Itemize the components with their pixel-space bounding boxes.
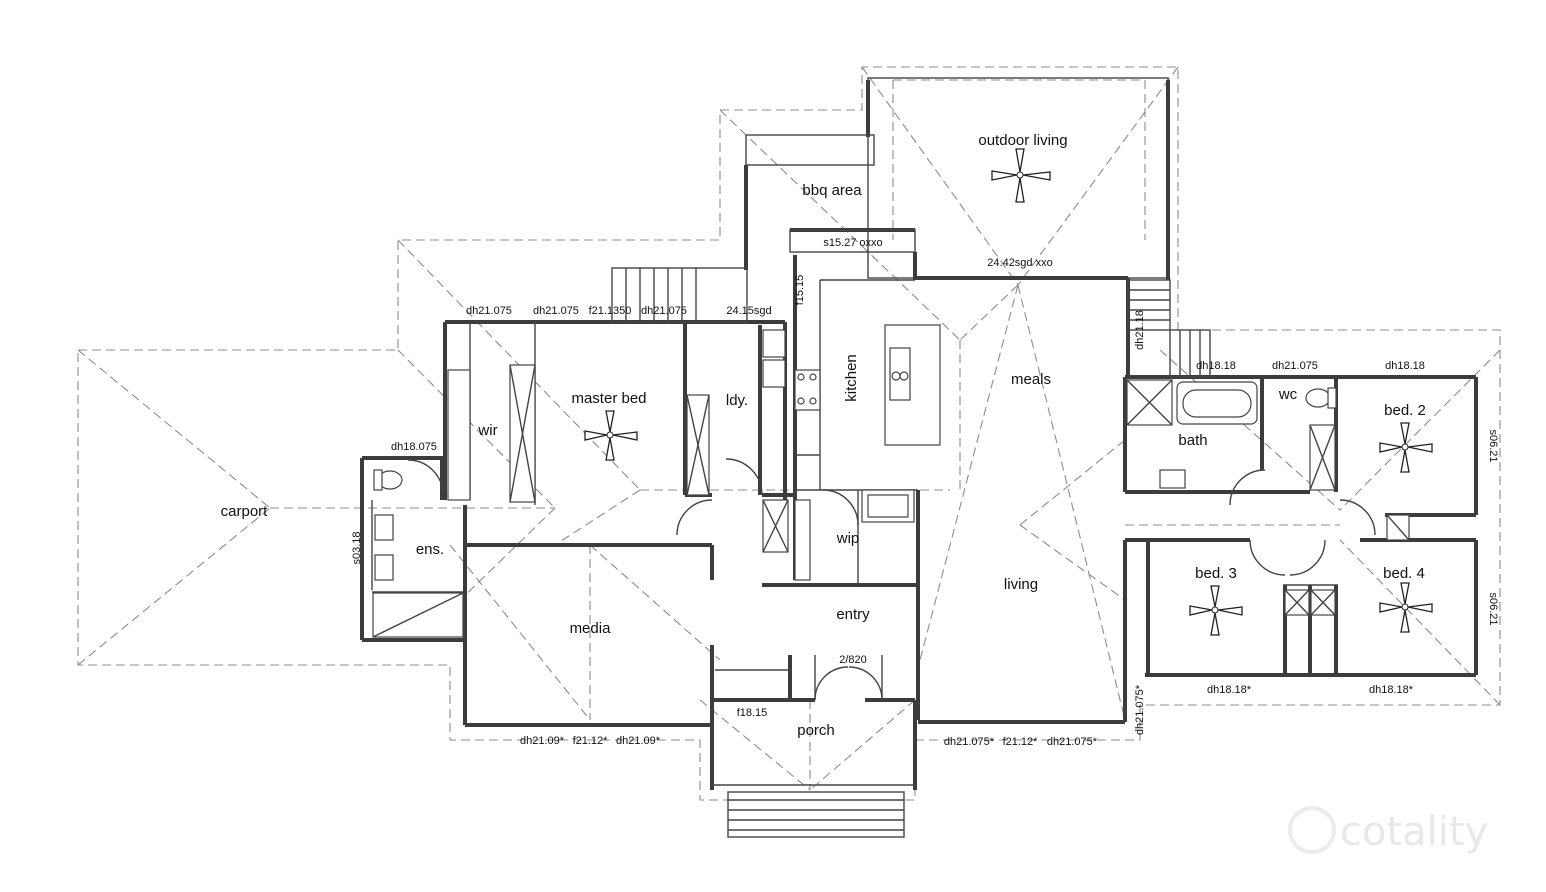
opening-label: dh21.075 — [466, 305, 512, 317]
room-label-bed-3: bed. 3 — [1195, 565, 1237, 582]
room-label-ens: ens. — [416, 541, 444, 558]
room-label-ldy: ldy. — [726, 392, 748, 409]
room-label-carport: carport — [221, 503, 269, 520]
opening-label: dh21.075* — [1047, 736, 1098, 748]
opening-label: s06.21 — [1487, 592, 1499, 625]
ceiling-fan-icons — [584, 148, 1433, 636]
opening-label: dh21.09* — [520, 735, 565, 747]
room-label-kitchen: kitchen — [843, 354, 860, 402]
opening-label: dh21.075* — [944, 736, 995, 748]
opening-label: 2/820 — [839, 654, 867, 666]
ceiling-fan-icon — [1379, 582, 1433, 633]
opening-label: dh18.18* — [1207, 684, 1252, 696]
ceiling-fan-icon — [1189, 585, 1243, 636]
opening-label: f18.15 — [737, 707, 768, 719]
room-label-living: living — [1004, 576, 1038, 593]
room-label-wip: wip — [836, 530, 860, 547]
roof-lines — [77, 66, 1501, 801]
room-label-entry: entry — [836, 606, 870, 623]
opening-label: dh21.075 — [533, 305, 579, 317]
opening-label: f15.15 — [794, 275, 806, 306]
fixtures — [372, 324, 1410, 638]
room-label-meals: meals — [1011, 371, 1051, 388]
room-label-wir: wir — [477, 422, 497, 439]
opening-label: dh18.075 — [391, 441, 437, 453]
opening-label: dh18.18 — [1196, 360, 1236, 372]
opening-label: dh18.18* — [1369, 684, 1414, 696]
room-labels: outdoor living bbq area kitchen meals ma… — [221, 132, 1426, 739]
opening-label: 24.15sgd — [726, 305, 771, 317]
opening-label: 24.42sgd xxo — [987, 257, 1052, 269]
ceiling-fan-icon — [991, 148, 1051, 203]
opening-label: dh21.075 — [641, 305, 687, 317]
opening-label: dh21.075* — [1134, 684, 1146, 735]
ceiling-fan-icon — [1379, 422, 1433, 473]
watermark: cotality — [1288, 806, 1488, 855]
opening-labels: s15.27 oxxo 24.42sgd xxo dh21.075 dh21.0… — [351, 237, 1499, 748]
opening-label: f21.12* — [573, 735, 609, 747]
opening-label: s06.21 — [1487, 429, 1499, 462]
door-swings — [407, 458, 1376, 701]
opening-label: s15.27 oxxo — [823, 237, 882, 249]
opening-label: dh21.18 — [1134, 310, 1146, 350]
room-label-porch: porch — [797, 722, 835, 739]
steps — [611, 267, 1211, 838]
watermark-text: cotality — [1340, 809, 1488, 855]
ceiling-fan-icon — [584, 410, 638, 461]
opening-label: f21.12* — [1003, 736, 1039, 748]
room-label-master-bed: master bed — [571, 390, 646, 407]
room-label-bath: bath — [1178, 432, 1207, 449]
opening-label: f21.1350 — [589, 305, 632, 317]
room-label-wc: wc — [1278, 386, 1298, 403]
room-label-outdoor-living: outdoor living — [978, 132, 1067, 149]
opening-label: dh21.075 — [1272, 360, 1318, 372]
watermark-logo-icon — [1288, 806, 1336, 854]
opening-label: dh18.18 — [1385, 360, 1425, 372]
room-label-bed-4: bed. 4 — [1383, 565, 1425, 582]
opening-label: dh21.09* — [616, 735, 661, 747]
opening-label: s03.18 — [351, 531, 363, 564]
room-label-bed-2: bed. 2 — [1384, 402, 1426, 419]
room-label-bbq-area: bbq area — [802, 182, 862, 199]
room-label-media: media — [570, 620, 612, 637]
